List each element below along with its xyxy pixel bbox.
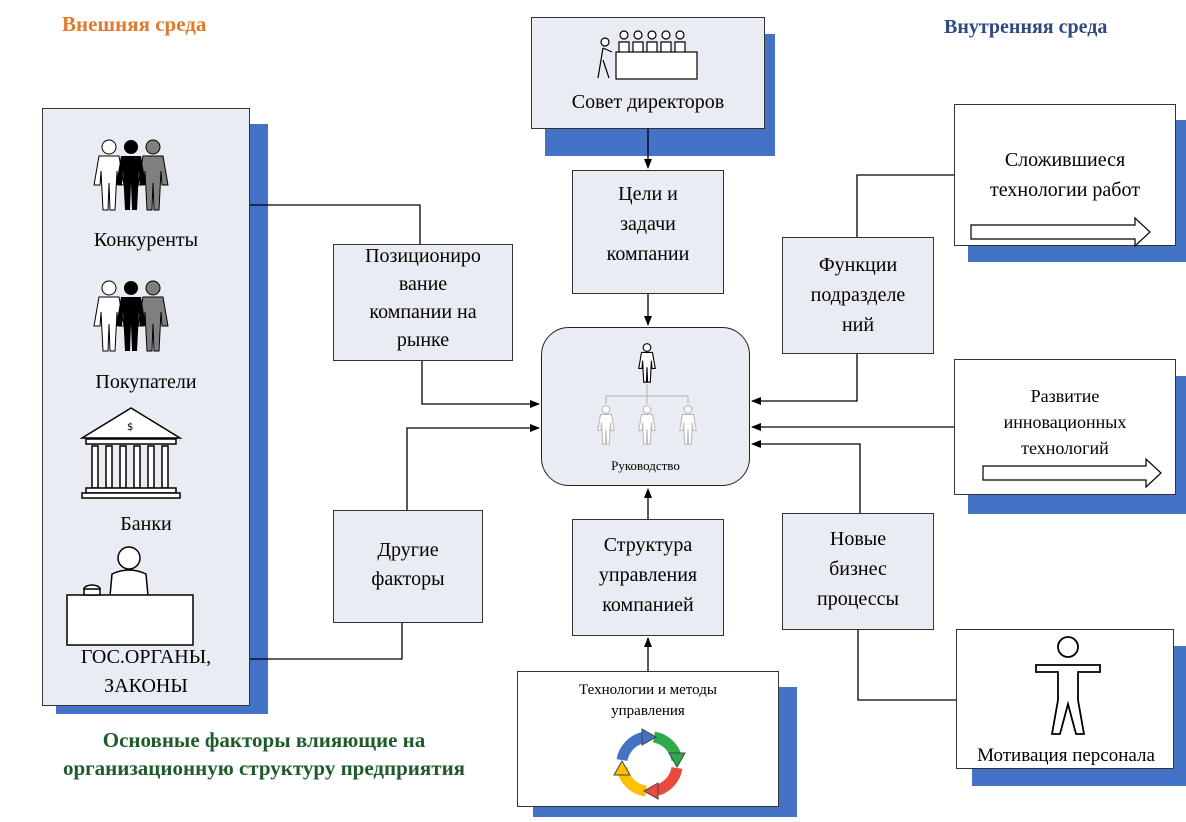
management-label: Руководство <box>611 458 680 473</box>
line-competitors-to-positioning <box>250 204 421 244</box>
cycle-arrows-icon <box>616 731 683 797</box>
structure-box: Структура управления компанией <box>572 519 724 636</box>
functions-line2: подразделе <box>810 284 906 306</box>
structure-line2: управления <box>598 564 698 586</box>
competitors-people-icon <box>93 139 169 211</box>
methods-line1: Технологии и методы <box>579 682 717 698</box>
innovation-line3: технологий <box>1021 438 1109 458</box>
new-processes-line1: Новые <box>829 528 887 550</box>
line-established-tech-to-functions <box>856 174 954 237</box>
new-processes-box: Новые бизнес процессы <box>782 513 934 630</box>
goals-line2: задачи <box>620 213 676 235</box>
other-factors-box: Другие факторы <box>333 510 483 623</box>
new-processes-line3: процессы <box>817 588 899 610</box>
diagram-caption: Основные факторы влияющие на организацио… <box>26 726 502 782</box>
positioning-line3: компании на <box>369 301 477 323</box>
innovation-line2: инновационных <box>1003 412 1127 432</box>
established-tech-arrow-icon <box>970 216 1151 248</box>
svg-text:$: $ <box>127 422 133 433</box>
arrow-functions-to-management <box>751 354 858 405</box>
caption-line2: организационную структуру предприятия <box>62 756 466 780</box>
functions-line3: ний <box>841 314 875 336</box>
goals-line1: Цели и <box>618 183 678 205</box>
competitors-label: Конкуренты <box>93 229 199 251</box>
positioning-line2: вание <box>398 273 448 295</box>
established-tech-line1: Сложившиеся <box>1004 149 1126 171</box>
motivation-label: Мотивация персонала <box>977 745 1155 766</box>
functions-box: Функции подразделе ний <box>782 237 934 354</box>
functions-line1: Функции <box>818 254 898 276</box>
positioning-box: Позициониро вание компании на рынке <box>333 244 513 361</box>
methods-line2: управления <box>611 703 685 719</box>
arrow-new-processes-to-management <box>751 440 861 513</box>
board-label: Совет директоров <box>571 91 725 113</box>
new-processes-line2: бизнес <box>829 558 887 580</box>
banks-label: Банки <box>120 513 172 535</box>
bank-building-icon: $ <box>79 407 183 499</box>
gov-label-line2: ЗАКОНЫ <box>104 675 188 697</box>
methods-box: Технологии и методы управления <box>517 671 779 807</box>
buyers-people-icon <box>93 280 169 352</box>
caption-line1: Основные факторы влияющие на <box>102 728 426 752</box>
positioning-line4: рынке <box>396 329 450 351</box>
external-environment-title: Внешняя среда <box>62 12 207 36</box>
line-gov-to-other-factors <box>250 623 403 660</box>
gov-label-line1: ГОС.ОРГАНЫ, <box>80 646 212 668</box>
other-factors-line2: факторы <box>371 568 445 590</box>
arrow-other-factors-to-management <box>406 424 540 510</box>
goals-line3: компании <box>606 243 690 265</box>
board-meeting-icon <box>597 30 698 80</box>
arrow-positioning-to-management <box>421 361 540 408</box>
innovation-arrow-icon <box>982 457 1162 489</box>
established-tech-line2: технологии работ <box>990 179 1140 201</box>
official-desk-icon <box>66 546 194 646</box>
person-icon <box>1035 636 1101 735</box>
cycle-arrowheads <box>613 728 686 800</box>
other-factors-line1: Другие <box>377 539 439 561</box>
structure-line1: Структура <box>603 534 693 556</box>
innovation-line1: Развитие <box>1030 386 1100 406</box>
hierarchy-people-icon <box>597 343 697 445</box>
internal-environment-title: Внутренняя среда <box>944 16 1108 38</box>
buyers-label: Покупатели <box>95 371 197 393</box>
established-tech-box: Сложившиеся технологии работ <box>954 104 1176 246</box>
connectors <box>250 129 956 701</box>
line-motivation-to-new-processes <box>857 630 956 701</box>
structure-line3: компанией <box>602 594 694 616</box>
goals-box: Цели и задачи компании <box>572 170 724 294</box>
positioning-line1: Позициониро <box>365 245 481 267</box>
